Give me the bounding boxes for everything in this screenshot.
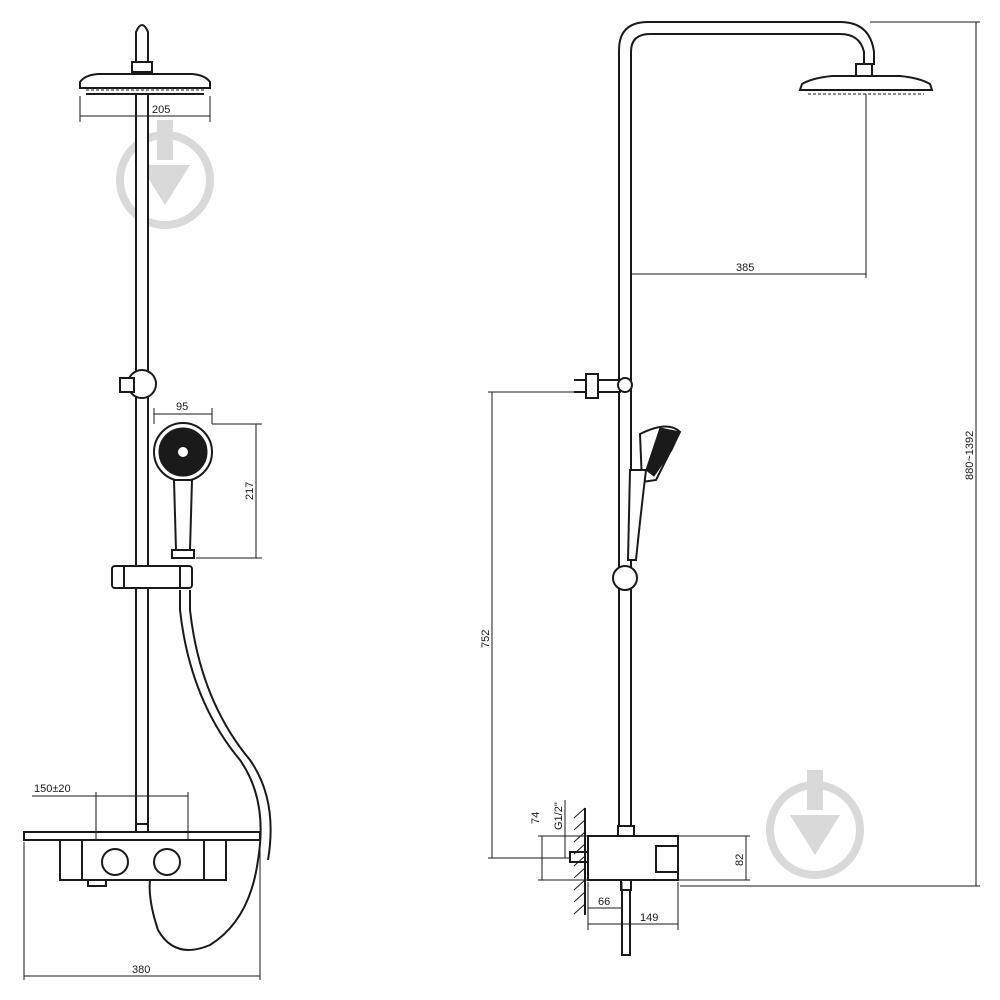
side-view [569,21,934,956]
dim-mixer-spacing: 150±20 [34,783,71,795]
dim-bracket-height: 752 [480,630,492,648]
wall-hatch [573,807,586,915]
dim-head-width: 205 [152,104,170,116]
dim-inlet-height: 74 [530,812,542,824]
side-dimensions: 385 880~1392 752 G1/2" 74 82 66 149 [480,21,980,930]
dim-mixer-width: 380 [132,964,150,976]
dim-mixer-depth: 149 [640,912,658,924]
watermark-logo-top [116,120,214,229]
watermark-logo-bottom [766,770,864,879]
dim-handset-height: 217 [244,482,256,500]
front-view [23,24,272,951]
front-dimensions: 205 95 217 150±20 380 [23,96,262,980]
dim-handset-width: 95 [176,401,188,413]
dim-thread: G1/2" [553,802,565,830]
dim-wall-offset: 66 [598,896,610,908]
dim-total-height: 880~1392 [964,431,976,480]
dim-mixer-height: 82 [734,854,746,866]
dim-arm-reach: 385 [736,262,754,274]
